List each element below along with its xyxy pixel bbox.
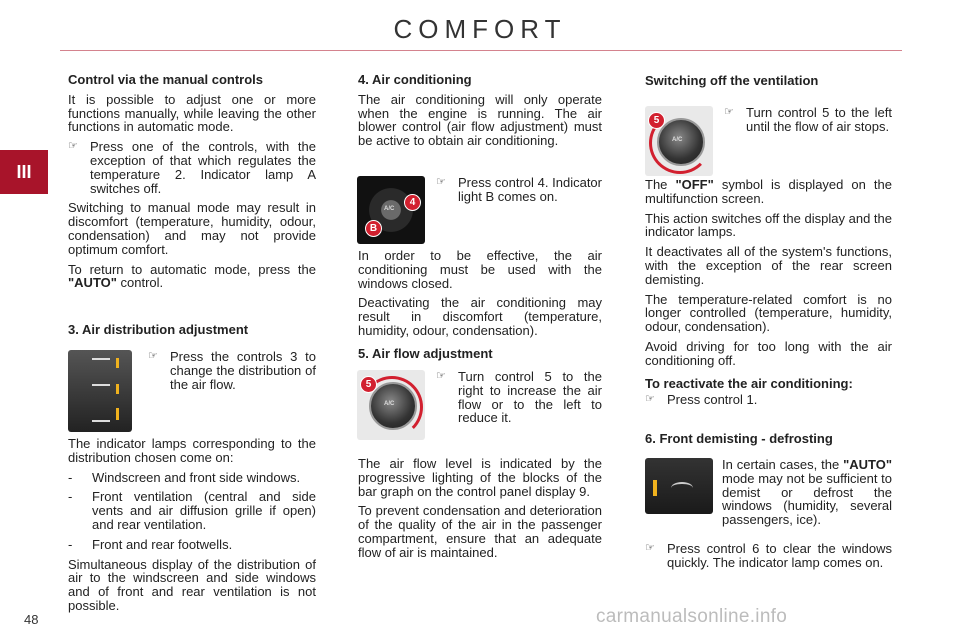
header-rule xyxy=(60,50,902,51)
ventilation-distribution-icon xyxy=(92,384,110,396)
lamp-indicator xyxy=(116,384,119,394)
heading-air-conditioning: 4. Air conditioning xyxy=(358,72,472,87)
page-number: 48 xyxy=(24,612,39,627)
instruction: ☞ Press control 4. Indicator light B come… xyxy=(436,176,602,204)
lamp-indicator xyxy=(116,358,119,368)
air-flow-dial-image: A/C 5 xyxy=(357,370,425,440)
heading-air-flow: 5. Air flow adjustment xyxy=(358,346,493,361)
heading-reactivate: To reactivate the air conditioning: xyxy=(645,376,853,391)
page-title: COMFORT xyxy=(393,14,567,44)
paragraph: Deactivating the air conditioning may re… xyxy=(358,295,602,338)
instruction: ☞ Press control 6 to clear the windows qu… xyxy=(645,542,892,570)
instruction-text: Press one of the controls, with the exce… xyxy=(90,139,316,196)
list-item: -Windscreen and front side windows. xyxy=(68,469,301,485)
paragraph: Switching to manual mode may result in d… xyxy=(68,200,316,257)
list-item: -Front and rear footwells. xyxy=(68,536,233,552)
windscreen-distribution-icon xyxy=(92,358,110,370)
instruction: ☞ Press control 1. xyxy=(645,393,892,407)
column-right: The "OFF" symbol is displayed on the mul… xyxy=(645,178,892,368)
column-left-lower: The indicator lamps corresponding to the… xyxy=(68,437,316,613)
pointing-hand-icon: ☞ xyxy=(148,350,158,362)
label-5: 5 xyxy=(360,376,377,393)
column-middle-2: In order to be effective, the air condit… xyxy=(358,249,602,338)
ac-control-image: A/C 4 B xyxy=(357,176,425,244)
paragraph: To return to automatic mode, press the "… xyxy=(68,261,316,291)
pointing-hand-icon: ☞ xyxy=(68,140,78,153)
instruction-text: Press control 4. Indicator light B comes… xyxy=(458,175,602,204)
heading-manual-controls: Control via the manual controls xyxy=(68,72,264,87)
paragraph: It is possible to adjust one or more fun… xyxy=(68,91,316,135)
pointing-hand-icon: ☞ xyxy=(645,542,655,554)
paragraph: Simultaneous display of the distribution… xyxy=(68,556,316,613)
watermark: carmanualsonline.info xyxy=(596,606,788,627)
section-tab: III xyxy=(0,150,48,194)
paragraph: The air flow level is indicated by the p… xyxy=(358,456,602,499)
front-demist-icon xyxy=(671,482,693,494)
label-4: 4 xyxy=(404,194,421,211)
air-flow-off-dial-image: A/C 5 xyxy=(645,106,713,176)
air-distribution-buttons-image xyxy=(68,350,132,432)
label-b: B xyxy=(365,220,382,237)
instruction-text: Turn control 5 to the left until the flo… xyxy=(746,105,892,134)
column-left: Control via the manual controls It is po… xyxy=(68,73,316,290)
column-middle-3: The air flow level is indicated by the p… xyxy=(358,457,602,560)
pointing-hand-icon: ☞ xyxy=(645,393,655,405)
instruction-text: Turn control 5 to the right to increase … xyxy=(458,369,602,426)
instruction: ☞ Turn control 5 to the left until the fl… xyxy=(724,106,892,134)
paragraph: The "OFF" symbol is displayed on the mul… xyxy=(645,177,892,206)
lamp-indicator xyxy=(116,408,119,420)
pointing-hand-icon: ☞ xyxy=(436,176,446,188)
footwell-distribution-icon xyxy=(92,410,110,422)
heading-air-distribution: 3. Air distribution adjustment xyxy=(68,322,249,337)
column-middle: 4. Air conditioning The air conditioning… xyxy=(358,73,602,148)
pointing-hand-icon: ☞ xyxy=(436,370,446,382)
paragraph: The indicator lamps corresponding to the… xyxy=(68,436,316,465)
heading-switching-off: Switching off the ventilation xyxy=(645,73,819,88)
instruction: ☞ Press one of the controls, with the exc… xyxy=(68,140,316,195)
instruction: ☞ Press the controls 3 to change the dist… xyxy=(148,349,316,392)
instruction: ☞ Turn control 5 to the right to increase… xyxy=(436,370,602,425)
demist-paragraph: In certain cases, the "AUTO" mode may no… xyxy=(722,457,892,528)
paragraph: It deactivates all of the system's funct… xyxy=(645,244,892,287)
paragraph: The air conditioning will only operate w… xyxy=(358,91,602,149)
paragraph: Avoid driving for too long with the air … xyxy=(645,338,892,368)
lamp-indicator xyxy=(653,480,657,496)
instruction-text: Press the controls 3 to change the distr… xyxy=(170,349,316,392)
heading-front-demisting: 6. Front demisting - defrosting xyxy=(645,431,833,446)
pointing-hand-icon: ☞ xyxy=(724,106,734,118)
list-item: -Front ventilation (central and side ven… xyxy=(68,489,316,532)
instruction-text: Press control 6 to clear the windows qui… xyxy=(667,541,892,570)
instruction-text: Press control 1. xyxy=(667,392,758,407)
paragraph: This action switches off the display and… xyxy=(645,210,892,240)
paragraph: The temperature-related comfort is no lo… xyxy=(645,291,892,335)
paragraph: To prevent condensation and deterioratio… xyxy=(358,503,602,560)
paragraph: In order to be effective, the air condit… xyxy=(358,248,602,291)
front-demist-button-image xyxy=(645,458,713,514)
label-5: 5 xyxy=(648,112,665,129)
